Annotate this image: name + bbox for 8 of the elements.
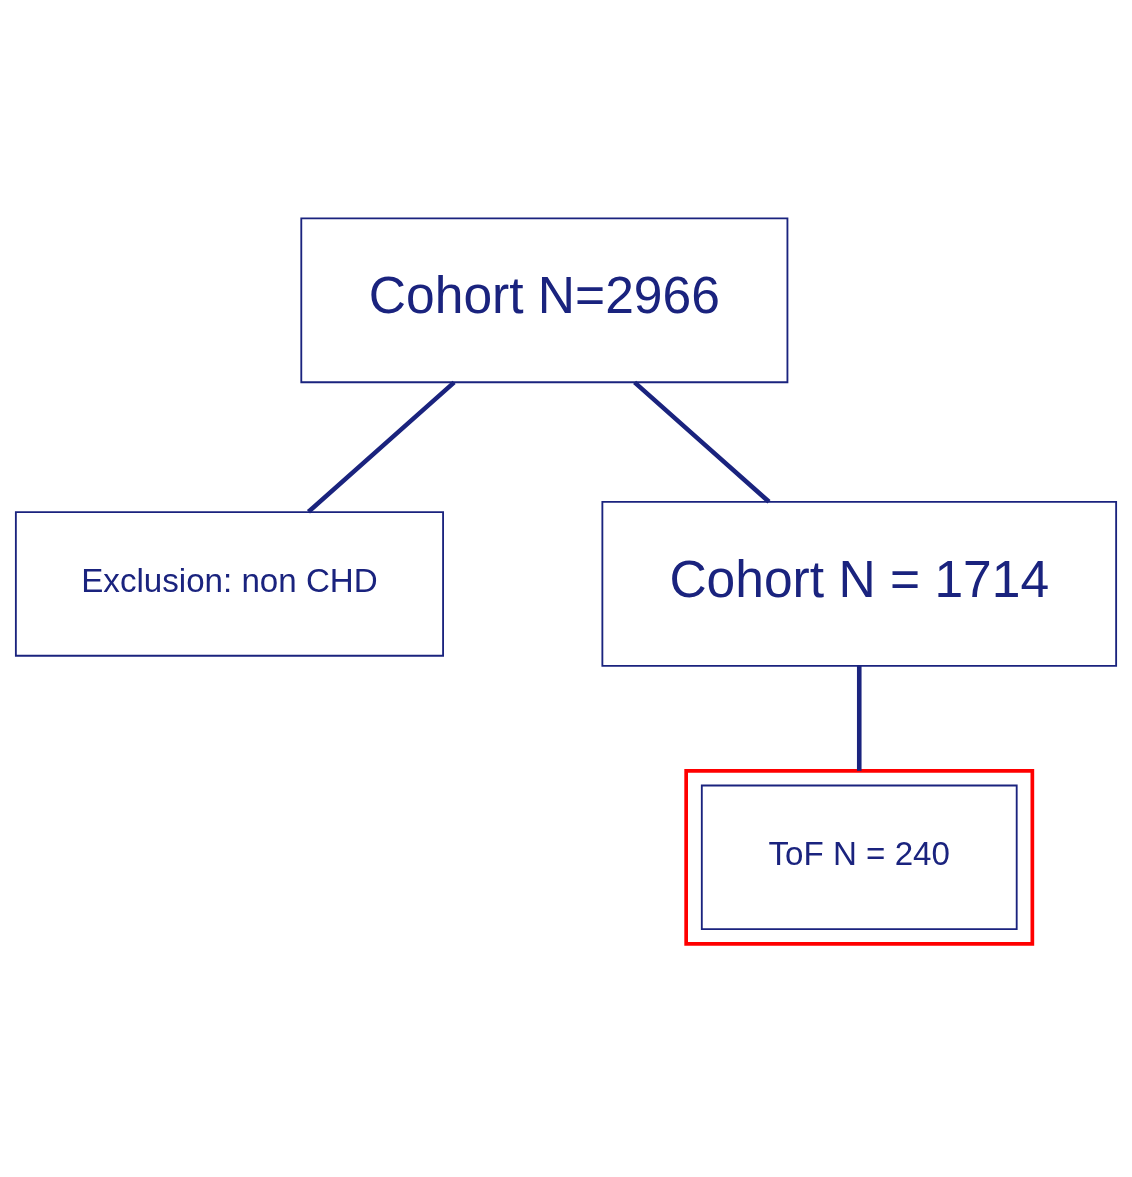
node-box: Cohort N = 1714: [601, 501, 1118, 667]
node-box: Exclusion: non CHD: [14, 511, 444, 657]
node-box: ToF N = 240: [700, 784, 1018, 931]
cluster: [684, 768, 1035, 946]
connector: [306, 380, 456, 514]
node-box: Cohort N=2966: [300, 217, 789, 384]
connector: [856, 665, 862, 771]
connector: [633, 380, 771, 504]
